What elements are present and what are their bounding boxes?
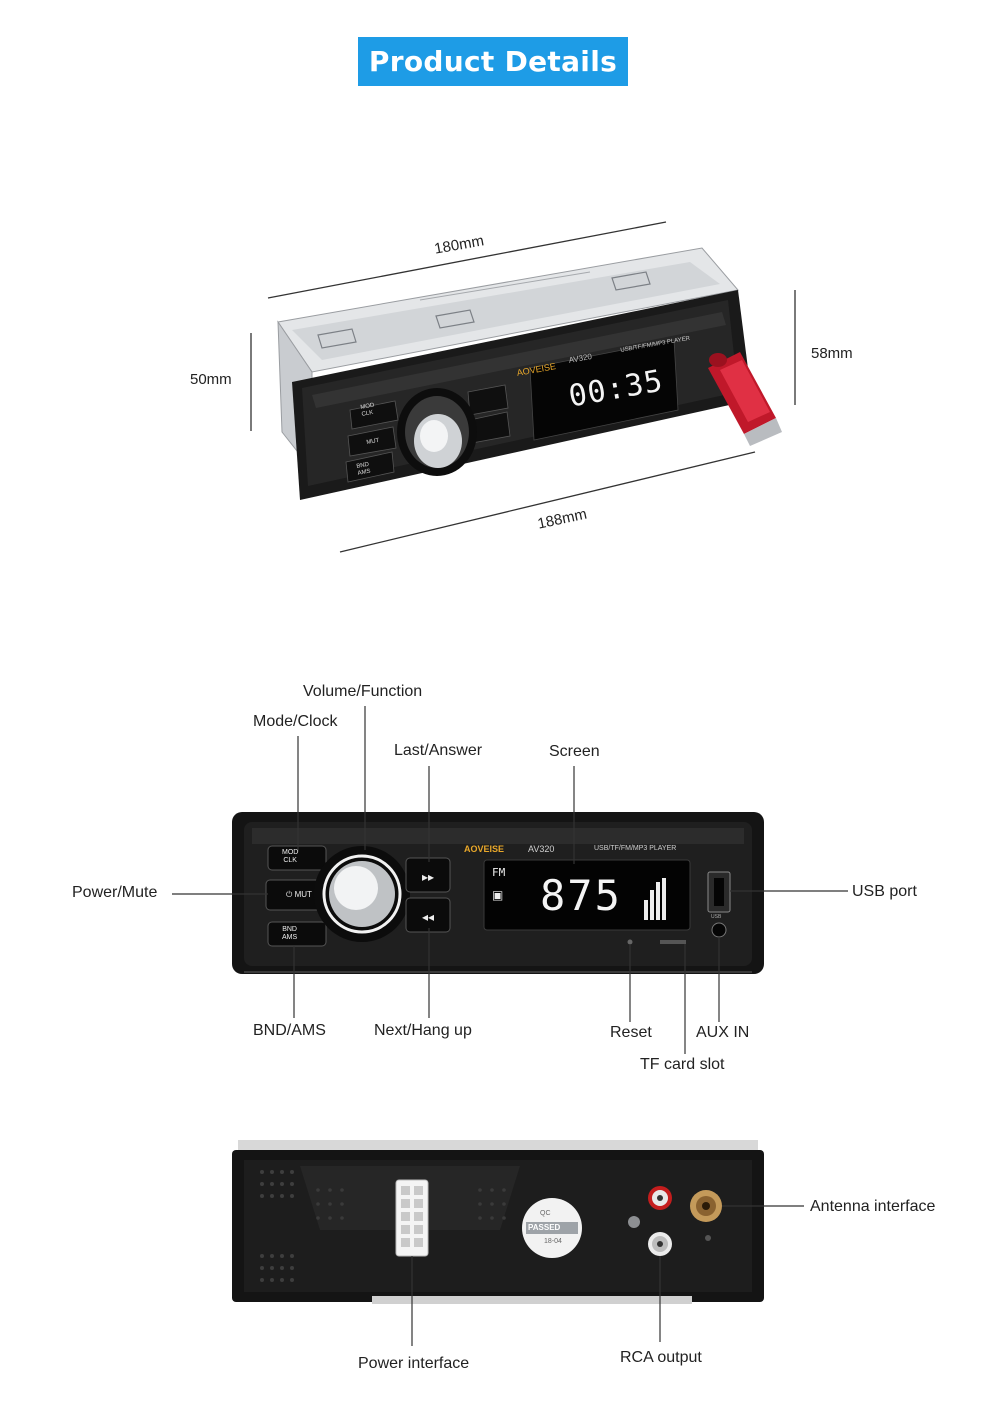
label-volume-function: Volume/Function bbox=[303, 683, 423, 700]
svg-text:▸▸: ▸▸ bbox=[422, 870, 434, 884]
label-mode-clock: Mode/Clock bbox=[253, 713, 338, 730]
mut-button: ⏻ MUT bbox=[286, 890, 312, 900]
ams-label: AMS bbox=[282, 934, 298, 941]
band-indicator: FM bbox=[492, 866, 506, 879]
height-left-dimension: 50mm bbox=[190, 371, 232, 388]
tagline-front: USB/TF/FM/MP3 PLAYER bbox=[594, 845, 677, 852]
label-reset: Reset bbox=[610, 1024, 652, 1041]
front-panel-diagram: ▸▸ ◂◂ bbox=[172, 706, 848, 1054]
clk-label: CLK bbox=[283, 857, 297, 864]
product-details-banner: Product Details bbox=[358, 37, 628, 86]
usb-port-label: USB bbox=[711, 914, 722, 920]
bnd-ams-button: BND AMS bbox=[282, 926, 297, 942]
mod-label: MOD bbox=[282, 849, 299, 856]
frequency-display: 875 bbox=[540, 871, 622, 920]
label-last-answer: Last/Answer bbox=[394, 742, 483, 759]
brand-logo-front: AOVEISE bbox=[464, 844, 505, 854]
label-bnd-ams: BND/AMS bbox=[253, 1022, 326, 1039]
label-usb-port: USB port bbox=[852, 883, 917, 900]
label-power-interface: Power interface bbox=[358, 1355, 470, 1372]
label-next-hang-up: Next/Hang up bbox=[374, 1022, 472, 1039]
label-tf-card-slot: TF card slot bbox=[640, 1056, 725, 1073]
dimension-diagram bbox=[250, 221, 796, 553]
model-label-front: AV320 bbox=[528, 844, 555, 854]
label-rca-output: RCA output bbox=[620, 1349, 702, 1366]
height-right-dimension: 58mm bbox=[811, 345, 853, 362]
mod-clk-button: MOD CLK bbox=[282, 849, 298, 865]
sticker-date: 18-04 bbox=[544, 1238, 562, 1245]
svg-text:◂◂: ◂◂ bbox=[422, 910, 434, 924]
bnd-label: BND bbox=[282, 926, 297, 933]
label-power-mute: Power/Mute bbox=[72, 884, 158, 901]
sticker-passed: PASSED bbox=[528, 1223, 561, 1232]
power-icon: ⏻ bbox=[286, 890, 295, 899]
mut-label: MUT bbox=[294, 890, 312, 899]
sticker-qc: QC bbox=[540, 1210, 551, 1217]
label-aux-in: AUX IN bbox=[696, 1024, 750, 1041]
label-screen: Screen bbox=[549, 743, 600, 760]
label-antenna-interface: Antenna interface bbox=[810, 1198, 936, 1215]
radio-icon: ▣ bbox=[492, 888, 504, 902]
